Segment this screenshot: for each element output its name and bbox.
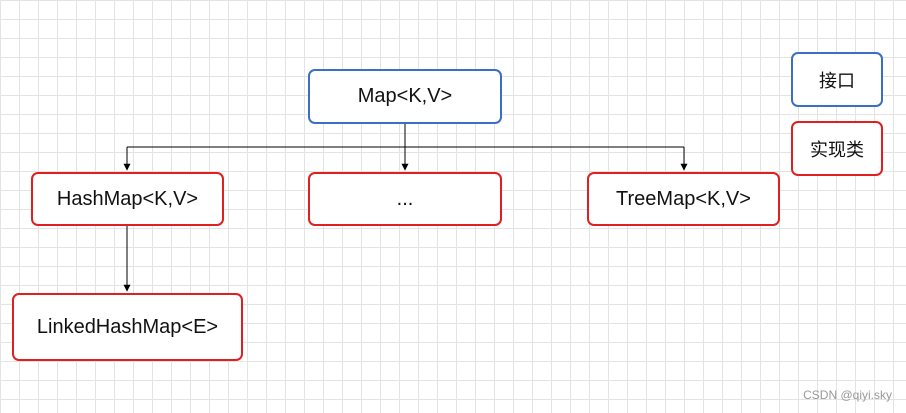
legend-interface: 接口	[791, 52, 883, 107]
treemap-node: TreeMap<K,V>	[587, 172, 780, 226]
ellipsis-node: ...	[308, 172, 502, 226]
hashmap-node: HashMap<K,V>	[31, 172, 224, 226]
map-node: Map<K,V>	[308, 69, 502, 124]
legend-implementation: 实现类	[791, 121, 883, 176]
linkedhashmap-node: LinkedHashMap<E>	[12, 293, 243, 361]
watermark: CSDN @qiyi.sky	[803, 388, 892, 402]
